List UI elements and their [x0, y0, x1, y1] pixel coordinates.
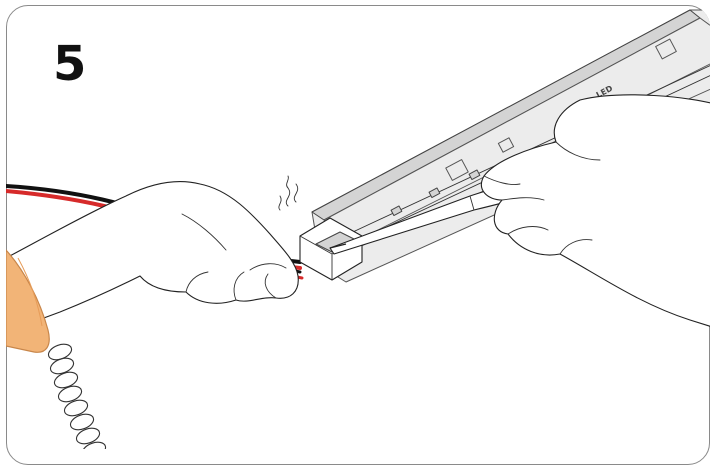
mounting-clip [445, 159, 469, 181]
right-hand [480, 94, 710, 331]
wrist-coil [47, 343, 107, 449]
left-hand [6, 181, 299, 353]
sleeve-cuff [6, 248, 50, 353]
led-chip [468, 169, 481, 181]
heat-lines [278, 175, 299, 211]
soldering-illustration: LED [6, 9, 710, 449]
led-chip [428, 187, 441, 199]
led-chip [390, 205, 403, 217]
mounting-clip [655, 38, 677, 60]
step-number: 5 [53, 36, 87, 92]
